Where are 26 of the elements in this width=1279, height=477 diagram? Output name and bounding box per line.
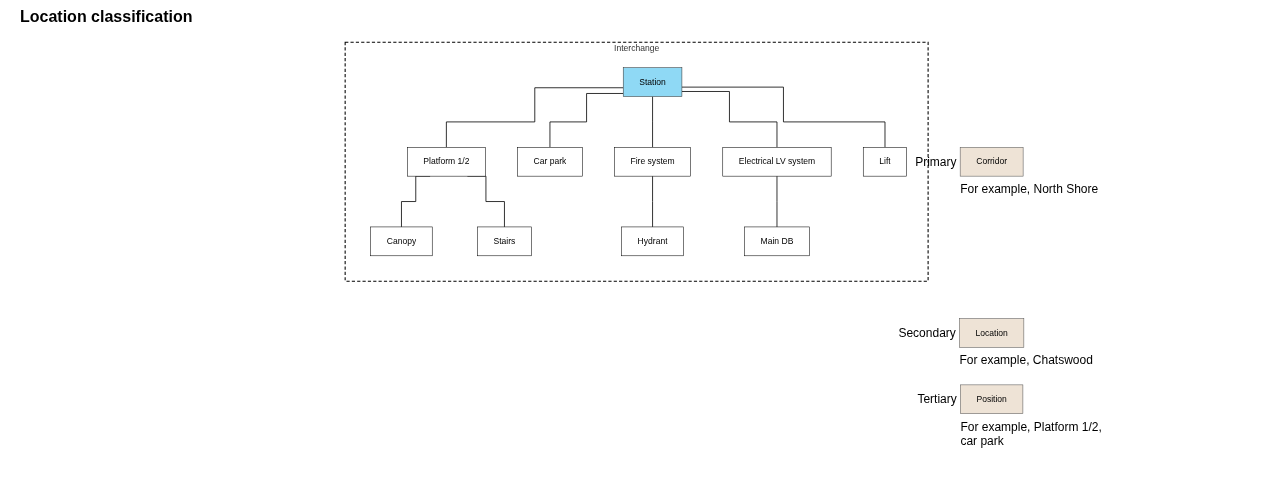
node-box: Corridor [959, 147, 1024, 177]
node-box: Platform 1/2 [407, 147, 486, 177]
connector [445, 87, 624, 148]
node-box: Main DB [744, 226, 810, 257]
node-box: Position [960, 384, 1024, 414]
node-box: Lift [863, 147, 907, 177]
node-box: Hydrant [621, 226, 684, 257]
node-box: Canopy [370, 226, 433, 257]
connector [681, 86, 886, 148]
level-label: Secondary [898, 326, 956, 340]
node-box: Stairs [477, 226, 532, 257]
connector [549, 93, 624, 148]
level-label: Tertiary [917, 392, 957, 407]
example-note: For example, Chatswood [959, 353, 1094, 368]
node-box: Car park [517, 147, 583, 177]
example-note: For example, North Shore [960, 182, 1100, 197]
diagram-title: Location classification [19, 7, 194, 27]
node-box: Location [959, 318, 1025, 348]
connector [652, 175, 653, 228]
example-note: For example, Platform 1/2, car park [960, 419, 1103, 448]
connector [652, 96, 653, 148]
connector [681, 91, 778, 148]
level-label: Primary [915, 154, 957, 169]
node-box: Electrical LV system [722, 147, 832, 177]
node-box: Station [622, 67, 683, 97]
node-box: Fire system [614, 147, 691, 177]
